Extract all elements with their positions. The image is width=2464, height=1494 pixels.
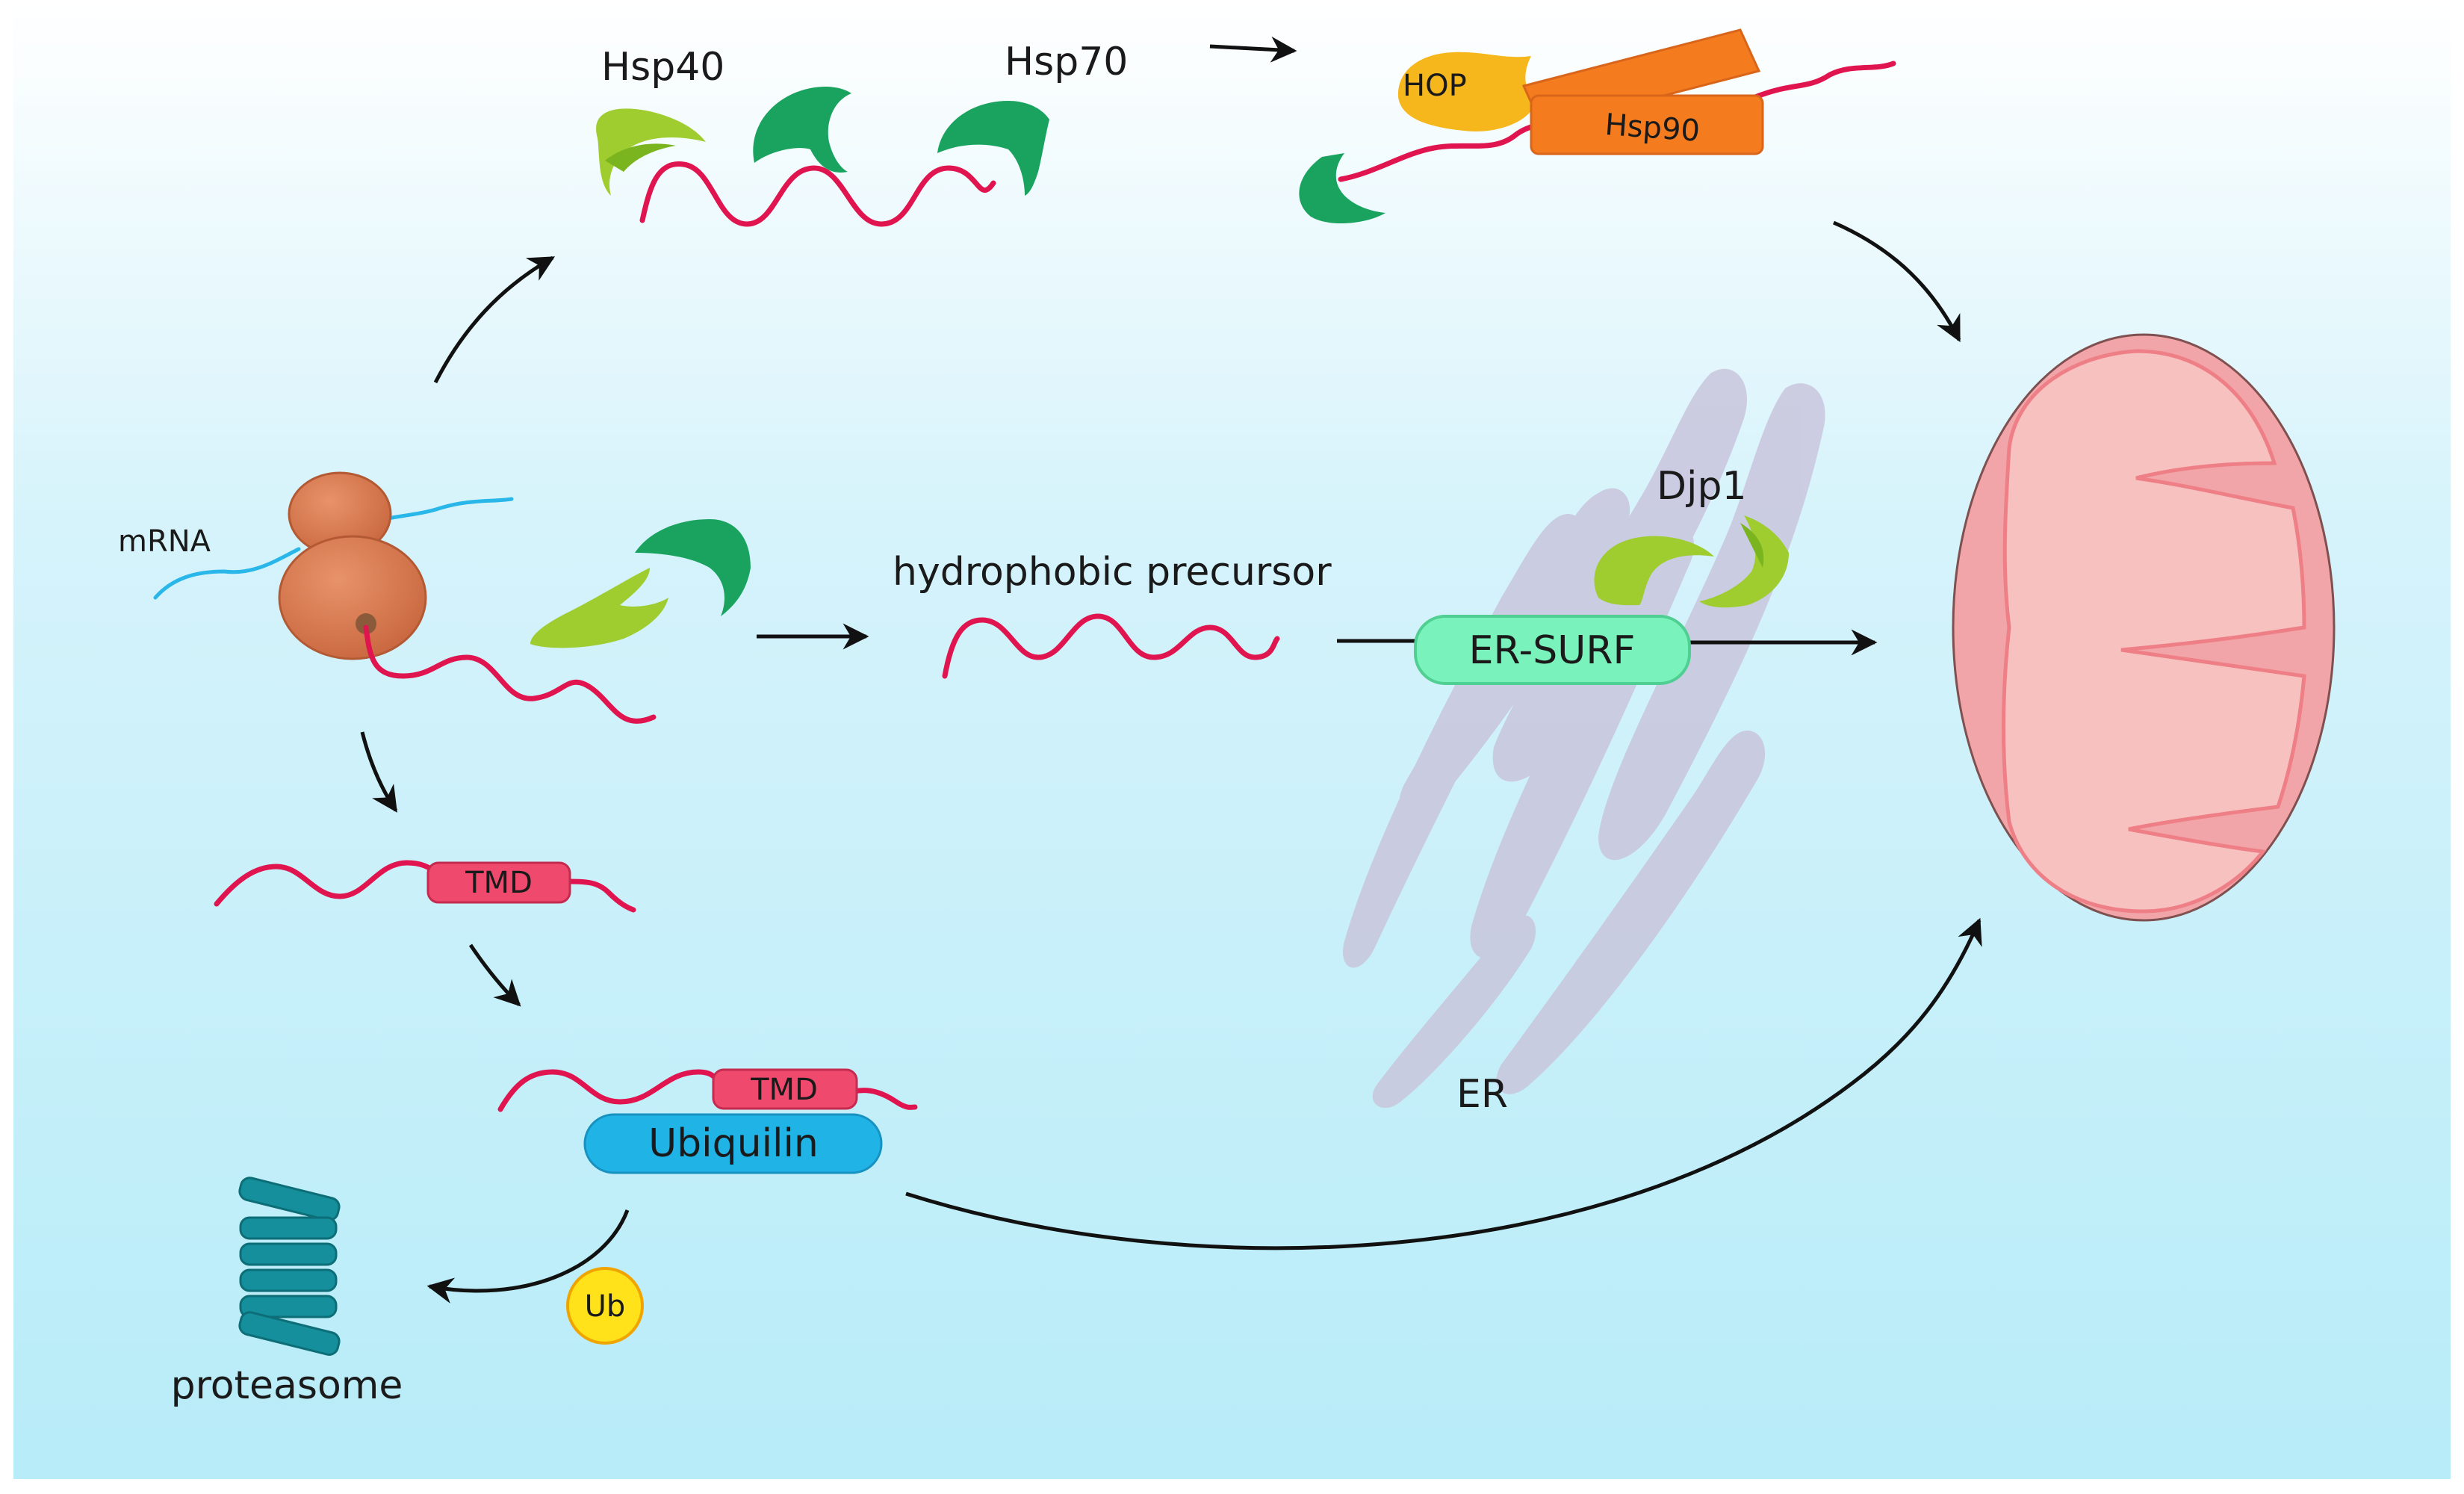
hop-label: HOP <box>1403 69 1467 103</box>
er-surf-box <box>1414 615 1691 685</box>
ubiquilin-complex <box>497 1068 918 1174</box>
djp1-chaperone <box>1594 515 1789 608</box>
arrow-hsp70-to-hsp90 <box>1209 36 1297 63</box>
arrow-hsp90-to-mito <box>1833 220 1961 343</box>
tmd-label-1: TMD <box>465 866 533 900</box>
hsp40-hsp70-complex <box>596 86 1049 227</box>
proteasome-label: proteasome <box>171 1363 403 1408</box>
arrow-ubiquilin-to-proteasome <box>426 1209 630 1304</box>
hsp70-chaperone-3 <box>1299 153 1385 224</box>
ubiquitin <box>566 1267 644 1345</box>
chaperone-light-free <box>530 568 668 648</box>
hsp90-protein <box>1521 28 1764 155</box>
hsp70-chaperone-1 <box>753 86 851 173</box>
chaperone-dark-free <box>635 519 751 616</box>
hydrophobic-precursor <box>942 613 1280 679</box>
ribosome-complex <box>153 471 657 724</box>
free-chaperones <box>530 519 751 648</box>
arrow-ribosome-to-tmd <box>360 731 398 813</box>
arrows <box>360 36 1982 1304</box>
tmd-label-2: TMD <box>750 1073 818 1107</box>
hsp40-label: Hsp40 <box>601 45 724 90</box>
hsp40-chaperone <box>596 108 706 196</box>
djp1-label: Djp1 <box>1657 464 1747 509</box>
hsp70-label: Hsp70 <box>1005 40 1128 84</box>
arrow-ribosome-to-hsp <box>433 255 556 384</box>
ubiquilin-protein <box>583 1113 883 1174</box>
ub-label: Ub <box>585 1289 626 1324</box>
ubiquilin-label: Ubiquilin <box>648 1121 819 1166</box>
hsp90-label: Hsp90 <box>1604 108 1701 149</box>
hop-hsp90-complex <box>1299 28 1896 224</box>
er-surf-label: ER-SURF <box>1469 628 1636 673</box>
hydrophobic-precursor-label: hydrophobic precursor <box>893 550 1332 595</box>
arrow-tmd-to-ubiquilin <box>468 943 521 1007</box>
ribosome-large-subunit <box>278 535 427 660</box>
mitochondrion <box>1952 333 2336 922</box>
nascent-chain <box>363 624 657 724</box>
hop-protein <box>1397 52 1535 131</box>
er-label: ER <box>1456 1072 1508 1117</box>
tmd-precursor-1 <box>214 860 636 913</box>
proteasome-icon <box>238 1177 341 1356</box>
precursor-chain-top <box>639 161 996 227</box>
mrna-label: mRNA <box>118 524 211 559</box>
hsp70-chaperone-2 <box>937 101 1049 196</box>
arrow-ubiquilin-to-mito <box>905 917 1982 1250</box>
